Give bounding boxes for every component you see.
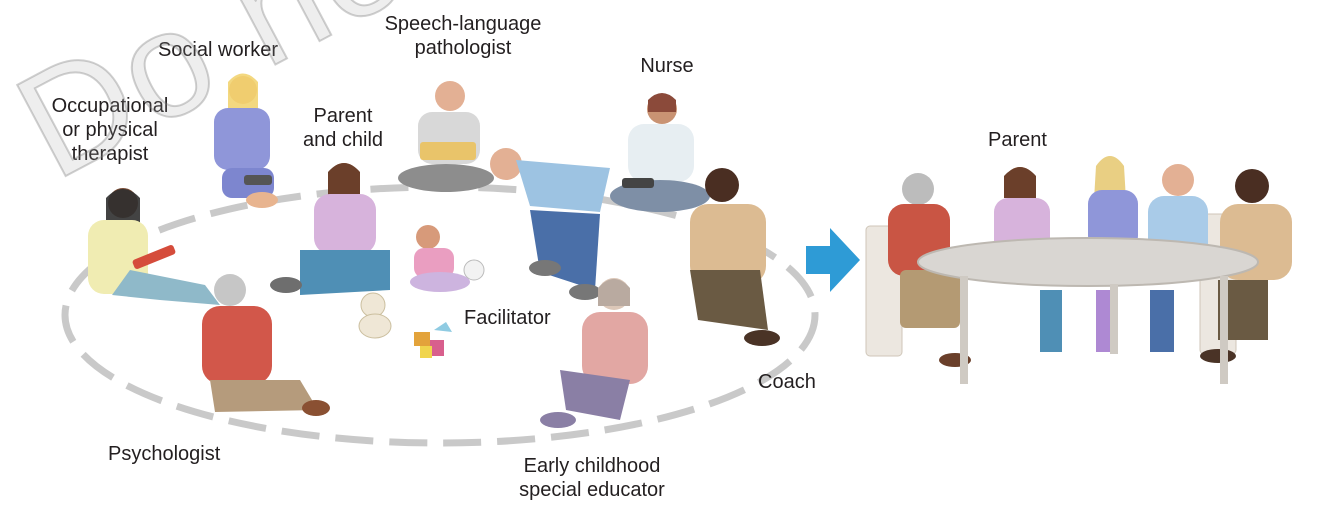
child-figure xyxy=(410,225,485,292)
toys xyxy=(358,292,452,358)
meeting-table xyxy=(917,237,1259,287)
coach-figure xyxy=(690,168,780,346)
label-facilitator: Facilitator xyxy=(464,307,551,329)
label-parent-right: Parent xyxy=(988,129,1047,151)
facilitator-figure xyxy=(490,148,610,300)
meeting-blonde-woman xyxy=(1088,156,1138,352)
label-nurse: Nurse xyxy=(640,55,694,77)
psychologist-figure xyxy=(202,274,330,416)
parent-figure xyxy=(270,163,390,295)
meeting-scene xyxy=(865,156,1292,384)
label-speech-language-pathologist: Speech-language pathologist xyxy=(384,13,542,59)
label-occupational-physical-therapist: Occupational or physical therapist xyxy=(51,95,169,165)
therapist-figure xyxy=(88,188,220,305)
nurse-figure xyxy=(610,93,710,212)
label-parent-and-child: Parent and child xyxy=(302,105,384,151)
educator-figure xyxy=(540,278,648,428)
social-worker-figure xyxy=(214,73,278,208)
label-early-childhood-special-educator: Early childhood special educator xyxy=(519,455,665,501)
label-social-worker: Social worker xyxy=(157,39,279,61)
label-psychologist: Psychologist xyxy=(108,443,221,465)
label-coach: Coach xyxy=(758,371,816,393)
arrow-icon xyxy=(806,228,860,292)
slp-figure xyxy=(398,81,494,192)
